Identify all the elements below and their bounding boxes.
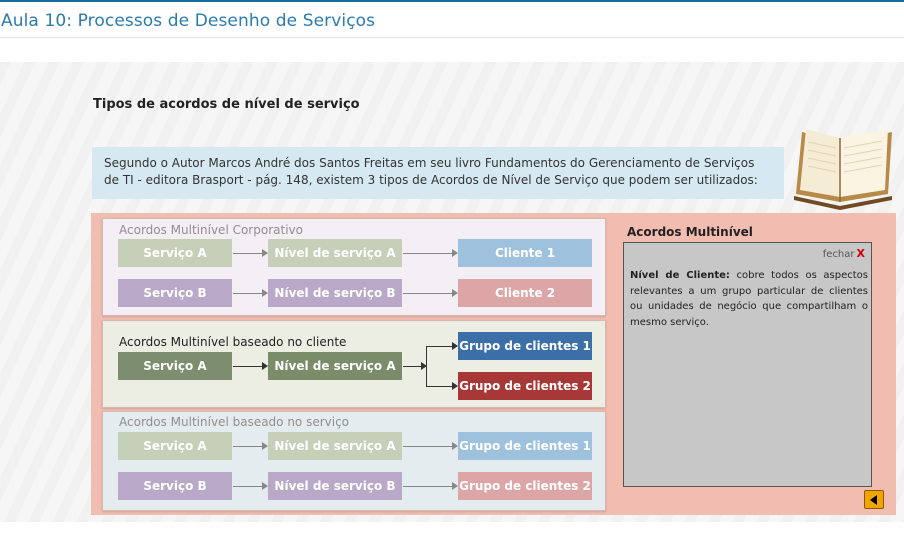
info-panel-title: Acordos Multinível [627, 225, 753, 239]
service-a-box: Serviço A [118, 239, 232, 267]
client-2-box: Cliente 2 [458, 279, 592, 307]
panel-corporativo[interactable]: Acordos Multinível Corporativo Serviço A… [102, 218, 606, 316]
arrow [403, 442, 458, 450]
section-subtitle: Tipos de acordos de nível de serviço [93, 97, 360, 112]
panel-title: Acordos Multinível Corporativo [119, 223, 303, 237]
level-a-box: Nível de serviço A [268, 239, 402, 267]
level-a-box: Nível de serviço A [268, 352, 402, 380]
level-b-box: Nível de serviço B [268, 472, 402, 500]
info-term: Nível de Cliente: [630, 270, 730, 281]
page-header: Aula 10: Processos de Desenho de Serviço… [0, 2, 904, 38]
connector [426, 346, 427, 387]
service-a-box: Serviço A [118, 352, 232, 380]
connector [403, 362, 427, 370]
close-icon: X [856, 247, 865, 260]
arrow [403, 482, 458, 490]
arrow [233, 442, 268, 450]
panel-title: Acordos Multinível baseado no cliente [119, 335, 347, 349]
client-group-2-box: Grupo de clientes 2 [458, 472, 592, 500]
panel-title: Acordos Multinível baseado no serviço [119, 415, 350, 429]
arrow [426, 382, 458, 390]
intro-text: Segundo o Autor Marcos André dos Santos … [92, 147, 784, 199]
client-group-2-box: Grupo de clientes 2 [458, 372, 592, 400]
arrow [403, 289, 458, 297]
client-1-box: Cliente 1 [458, 239, 592, 267]
level-a-box: Nível de serviço A [268, 432, 402, 460]
service-b-box: Serviço B [118, 472, 232, 500]
service-b-box: Serviço B [118, 279, 232, 307]
level-b-box: Nível de serviço B [268, 279, 402, 307]
arrow [426, 342, 458, 350]
client-group-1-box: Grupo de clientes 1 [458, 432, 592, 460]
page-title: Aula 10: Processos de Desenho de Serviço… [1, 11, 376, 31]
panel-cliente[interactable]: Acordos Multinível baseado no cliente Se… [102, 320, 606, 408]
panel-servico[interactable]: Acordos Multinível baseado no serviço Se… [102, 411, 606, 511]
client-group-1-box: Grupo de clientes 1 [458, 332, 592, 360]
arrow [233, 362, 268, 370]
arrow [403, 249, 458, 257]
arrow [233, 482, 268, 490]
arrow [233, 289, 268, 297]
info-text: cobre todos os aspectos relevantes a um … [630, 270, 868, 328]
info-description: Nível de Cliente: cobre todos os aspecto… [630, 268, 868, 330]
back-arrow-icon[interactable] [864, 490, 884, 509]
close-label: fechar [822, 249, 855, 260]
top-rule [0, 0, 904, 2]
open-book-icon [794, 129, 892, 210]
service-a-box: Serviço A [118, 432, 232, 460]
arrow [233, 249, 268, 257]
